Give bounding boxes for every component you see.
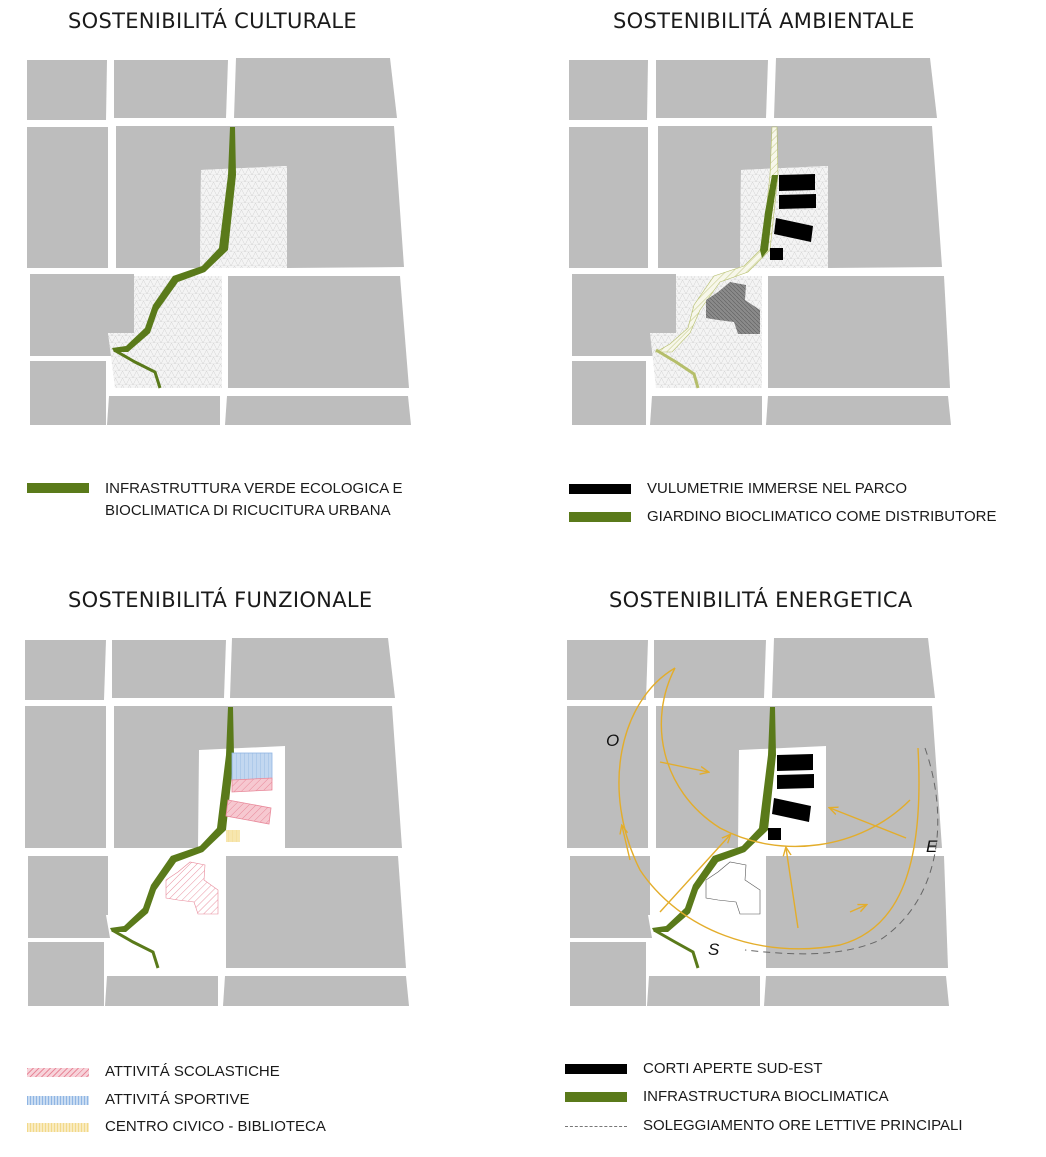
sun-path [618, 667, 920, 950]
building-volumes [770, 174, 816, 260]
legend-item-green-garden: GIARDINO BIOCLIMATICO COME DISTRIBUTORE [569, 506, 996, 528]
school-area [231, 777, 273, 793]
site-plan-map [25, 638, 409, 1006]
panel-title: SOSTENIBILITÁ AMBIENTALE [613, 9, 915, 33]
legend-item-courts: CORTI APERTE SUD-EST [565, 1058, 822, 1080]
legend-item-sun-exposure: SOLEGGIAMENTO ORE LETTIVE PRINCIPALI [565, 1115, 963, 1137]
legend-text: GIARDINO BIOCLIMATICO COME DISTRIBUTORE [647, 508, 997, 525]
legend-text: SOLEGGIAMENTO ORE LETTIVE PRINCIPALI [643, 1117, 963, 1134]
sports-area [231, 752, 273, 781]
green-bar-swatch [565, 1092, 627, 1102]
green-bar-swatch [569, 512, 631, 522]
panel-title: SOSTENIBILITÁ FUNZIONALE [68, 588, 373, 612]
school-footprint [706, 282, 760, 334]
legend-text: INFRASTRUCTURA BIOCLIMATICA [643, 1088, 889, 1105]
black-bar-swatch [569, 484, 631, 494]
green-branch [653, 928, 700, 969]
dashed-line-swatch [565, 1125, 627, 1127]
city-blocks [25, 638, 409, 1006]
panel-energetica: SOSTENIBILITÁ ENERGETICA [523, 578, 1046, 1157]
legend-text: ATTIVITÁ SCOLASTICHE [105, 1063, 280, 1080]
park-area [108, 276, 222, 388]
civic-area [226, 830, 240, 842]
panel-funzionale: SOSTENIBILITÁ FUNZIONALE [0, 578, 523, 1157]
school-area [165, 861, 219, 915]
green-branch [111, 928, 160, 969]
yellow-hatch-swatch [27, 1122, 89, 1132]
legend-item-sports: ATTIVITÁ SPORTIVE [27, 1089, 249, 1111]
site-plan-map [569, 58, 951, 425]
hatched-branch [655, 348, 700, 389]
site-plan-map: O E S [567, 638, 949, 1006]
legend-item-green-infrastructure: INFRASTRUTTURA VERDE ECOLOGICA E BIOCLIM… [27, 478, 403, 522]
legend-item-civic: CENTRO CIVICO - BIBLIOTECA [27, 1116, 326, 1138]
legend-text: CENTRO CIVICO - BIBLIOTECA [105, 1118, 326, 1135]
panel-title: SOSTENIBILITÁ ENERGETICA [609, 588, 913, 612]
compass-east-label: E [926, 837, 938, 856]
city-blocks [567, 638, 949, 1006]
hatched-path [654, 126, 779, 353]
green-branch [113, 348, 162, 389]
legend-text: CORTI APERTE SUD-EST [643, 1060, 823, 1077]
city-blocks [27, 58, 411, 425]
green-infrastructure [760, 175, 778, 258]
city-blocks [569, 58, 951, 425]
legend-text: VULUMETRIE IMMERSE NEL PARCO [647, 480, 908, 497]
pink-hatch-swatch [27, 1067, 89, 1077]
legend-text: ATTIVITÁ SPORTIVE [105, 1091, 250, 1108]
legend-item-school: ATTIVITÁ SCOLASTICHE [27, 1061, 280, 1083]
legend-item-bioclimatic: INFRASTRUCTURA BIOCLIMATICA [565, 1086, 889, 1108]
school-area [225, 799, 272, 825]
panel-culturale: SOSTENIBILITÁ CULTURALE [0, 0, 523, 578]
black-bar-swatch [565, 1064, 627, 1074]
green-bar-swatch [27, 483, 89, 493]
legend-item-volumes: VULUMETRIE IMMERSE NEL PARCO [569, 478, 907, 500]
panel-ambientale: SOSTENIBILITÁ AMBIENTALE [523, 0, 1046, 578]
site-plan-map [27, 58, 411, 425]
open-courts [768, 754, 814, 840]
sun-exposure-line [744, 747, 939, 955]
legend-text-line: INFRASTRUTTURA VERDE ECOLOGICA E [105, 480, 403, 497]
panel-title: SOSTENIBILITÁ CULTURALE [68, 9, 357, 33]
legend-text-line: BIOCLIMATICA DI RICUCITURA URBANA [105, 502, 391, 519]
school-outline [705, 861, 761, 915]
blue-hatch-swatch [27, 1095, 89, 1105]
park-area [200, 166, 287, 268]
compass-south-label: S [708, 940, 720, 959]
compass-west-label: O [606, 731, 619, 750]
